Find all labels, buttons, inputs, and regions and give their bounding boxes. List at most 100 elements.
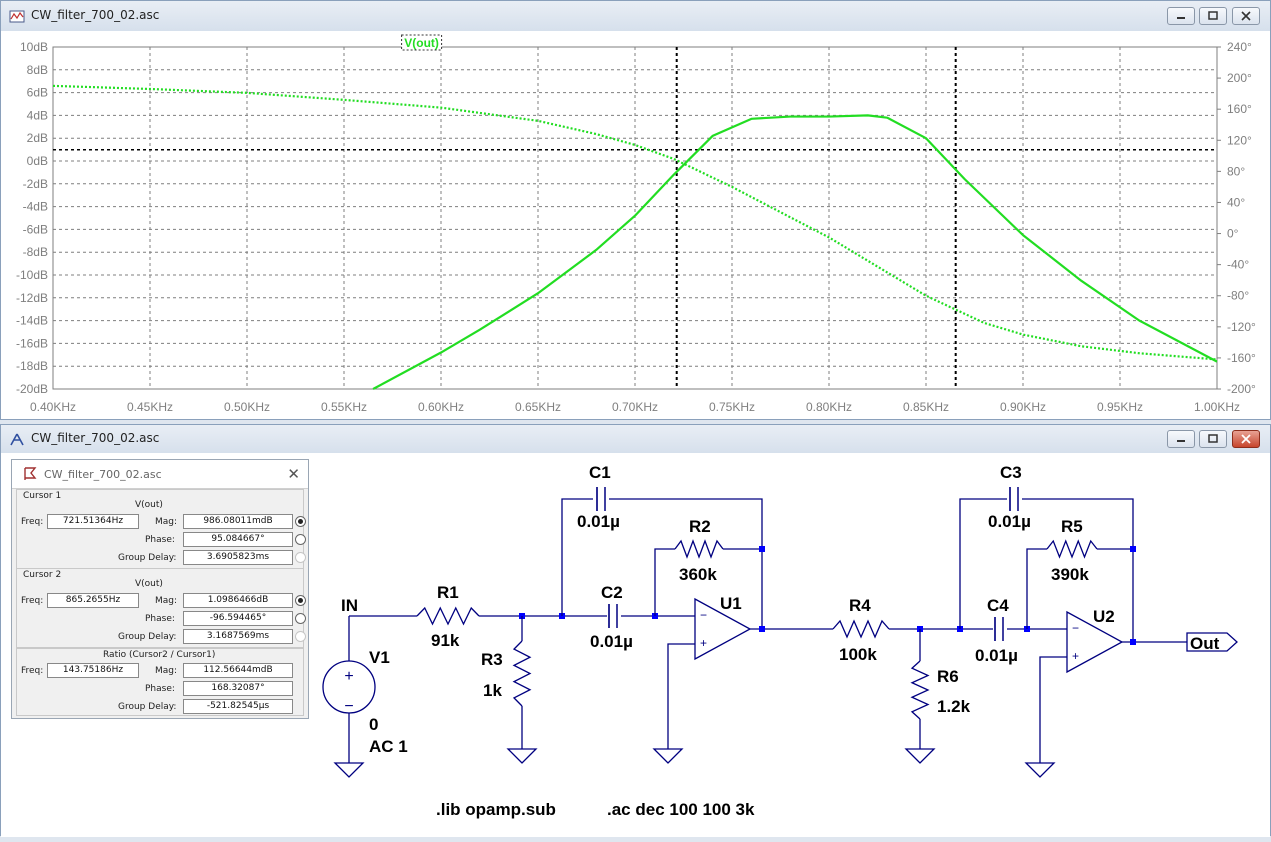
junction-node xyxy=(1130,546,1136,552)
ratio-group-delay-field: -521.82545µs xyxy=(183,699,293,714)
y2-tick-label: -80° xyxy=(1227,289,1249,303)
minimize-button[interactable] xyxy=(1167,7,1195,25)
label-c4: C4 xyxy=(987,596,1009,615)
cursor2-gd-radio[interactable] xyxy=(295,631,306,642)
y-tick-label: -20dB xyxy=(16,382,48,396)
close-button[interactable] xyxy=(1232,430,1260,448)
label-c4-value: 0.01µ xyxy=(975,646,1018,665)
y-tick-label: -6dB xyxy=(23,222,48,236)
close-icon xyxy=(1241,11,1251,21)
mag-label: Mag: xyxy=(155,517,178,527)
mag-label: Mag: xyxy=(155,596,178,606)
opamp-u2 xyxy=(1066,610,1124,674)
ground-symbol xyxy=(904,748,936,764)
bode-plot[interactable]: 10dB8dB6dB4dB2dB0dB-2dB-4dB-6dB-8dB-10dB… xyxy=(1,31,1270,416)
label-r3-value: 1k xyxy=(483,681,502,700)
x-tick-label: 0.90KHz xyxy=(1000,400,1046,414)
ratio-mag-field: 112.56644mdB xyxy=(183,663,293,678)
x-tick-label: 0.75KHz xyxy=(709,400,755,414)
schematic-app-icon xyxy=(10,433,24,446)
out-port-flag xyxy=(1186,632,1238,652)
y2-tick-label: -160° xyxy=(1227,351,1256,365)
cursor1-gd-radio[interactable] xyxy=(295,552,306,563)
label-u2: U2 xyxy=(1093,607,1115,626)
cursor2-header: Cursor 2 xyxy=(23,570,62,580)
waveform-app-icon xyxy=(9,10,25,23)
label-c3-value: 0.01µ xyxy=(988,512,1031,531)
freq-label: Freq: xyxy=(21,517,44,527)
wire xyxy=(1022,498,1134,549)
cursor2-phase-field: -96.594465° xyxy=(183,611,293,626)
cursor1-mag-radio[interactable] xyxy=(295,516,306,527)
trace-label-box xyxy=(401,34,443,51)
opamp-u1 xyxy=(694,597,752,661)
wire xyxy=(959,498,1007,629)
cursor1-group: Cursor 1 V(out) Freq: 721.51364Hz Mag: 9… xyxy=(16,489,306,569)
cursor1-group-delay-field: 3.6905823ms xyxy=(183,550,293,565)
wire xyxy=(1026,548,1047,629)
label-r1-value: 91k xyxy=(431,631,460,650)
y-tick-label: 10dB xyxy=(20,40,48,54)
cursor2-phase-radio[interactable] xyxy=(295,613,306,624)
cursor1-trace: V(out) xyxy=(135,500,163,510)
group-delay-label: Group Delay: xyxy=(118,702,177,712)
resistor-r2 xyxy=(674,539,724,559)
y-tick-label: 8dB xyxy=(27,63,48,77)
group-delay-label: Group Delay: xyxy=(118,632,177,642)
close-button[interactable] xyxy=(1232,7,1260,25)
y-tick-label: -4dB xyxy=(23,200,48,214)
cursor2-mag-radio[interactable] xyxy=(295,595,306,606)
label-r5-value: 390k xyxy=(1051,565,1089,584)
cursor1-freq-field[interactable]: 721.51364Hz xyxy=(47,514,139,529)
y2-tick-label: -40° xyxy=(1227,258,1249,272)
ratio-phase-field: 168.32087° xyxy=(183,681,293,696)
x-tick-label: 0.85KHz xyxy=(903,400,949,414)
resistor-r6 xyxy=(910,660,930,720)
freq-label: Freq: xyxy=(21,596,44,606)
label-r6: R6 xyxy=(937,667,959,686)
restore-button[interactable] xyxy=(1199,430,1227,448)
schematic-window-titlebar[interactable]: CW_filter_700_02.asc xyxy=(1,425,1270,453)
cursor2-trace: V(out) xyxy=(135,579,163,589)
schematic-drawing[interactable]: +−−+−+INOutR191kR2360kR31kR4100kR5390kR6… xyxy=(1,453,1270,837)
ground-symbol xyxy=(652,748,684,764)
x-tick-label: 0.70KHz xyxy=(612,400,658,414)
label-c2: C2 xyxy=(601,583,623,602)
ground-symbol xyxy=(1024,762,1056,778)
cursor1-phase-field: 95.084667° xyxy=(183,532,293,547)
mag-label: Mag: xyxy=(155,666,178,676)
opamp-plus: + xyxy=(700,636,707,650)
junction-node xyxy=(759,626,765,632)
label-r4: R4 xyxy=(849,596,871,615)
close-icon[interactable]: ✕ xyxy=(287,466,300,483)
y-tick-label: -12dB xyxy=(16,291,48,305)
label-c3: C3 xyxy=(1000,463,1022,482)
x-tick-label: 0.40KHz xyxy=(30,400,76,414)
phase-label: Phase: xyxy=(145,535,175,545)
x-tick-label: 0.95KHz xyxy=(1097,400,1143,414)
opamp-minus: − xyxy=(700,608,707,622)
ratio-freq-field: 143.75186Hz xyxy=(47,663,139,678)
magnitude-trace xyxy=(372,114,1218,390)
v1-minus: − xyxy=(344,698,353,715)
y-tick-label: 4dB xyxy=(27,108,48,122)
restore-button[interactable] xyxy=(1199,7,1227,25)
cursor1-mag-field: 986.08011mdB xyxy=(183,514,293,529)
cursor2-freq-field[interactable]: 865.2655Hz xyxy=(47,593,139,608)
phase-label: Phase: xyxy=(145,614,175,624)
ratio-header: Ratio (Cursor2 / Cursor1) xyxy=(103,650,216,660)
y2-tick-label: 160° xyxy=(1227,102,1252,116)
cursor-dialog-titlebar[interactable]: CW_filter_700_02.asc ✕ xyxy=(12,460,308,489)
cursor-dialog-title: CW_filter_700_02.asc xyxy=(44,468,162,481)
opamp-plus: + xyxy=(1072,649,1079,663)
plot-window-titlebar[interactable]: CW_filter_700_02.asc xyxy=(1,1,1270,31)
minimize-button[interactable] xyxy=(1167,430,1195,448)
y2-tick-label: 0° xyxy=(1227,227,1239,241)
label-in: IN xyxy=(341,596,358,615)
label-c1: C1 xyxy=(589,463,611,482)
ratio-group: Ratio (Cursor2 / Cursor1) Freq: 143.7518… xyxy=(16,648,304,716)
y2-tick-label: -200° xyxy=(1227,382,1256,396)
cursor1-phase-radio[interactable] xyxy=(295,534,306,545)
y2-tick-label: 80° xyxy=(1227,164,1245,178)
